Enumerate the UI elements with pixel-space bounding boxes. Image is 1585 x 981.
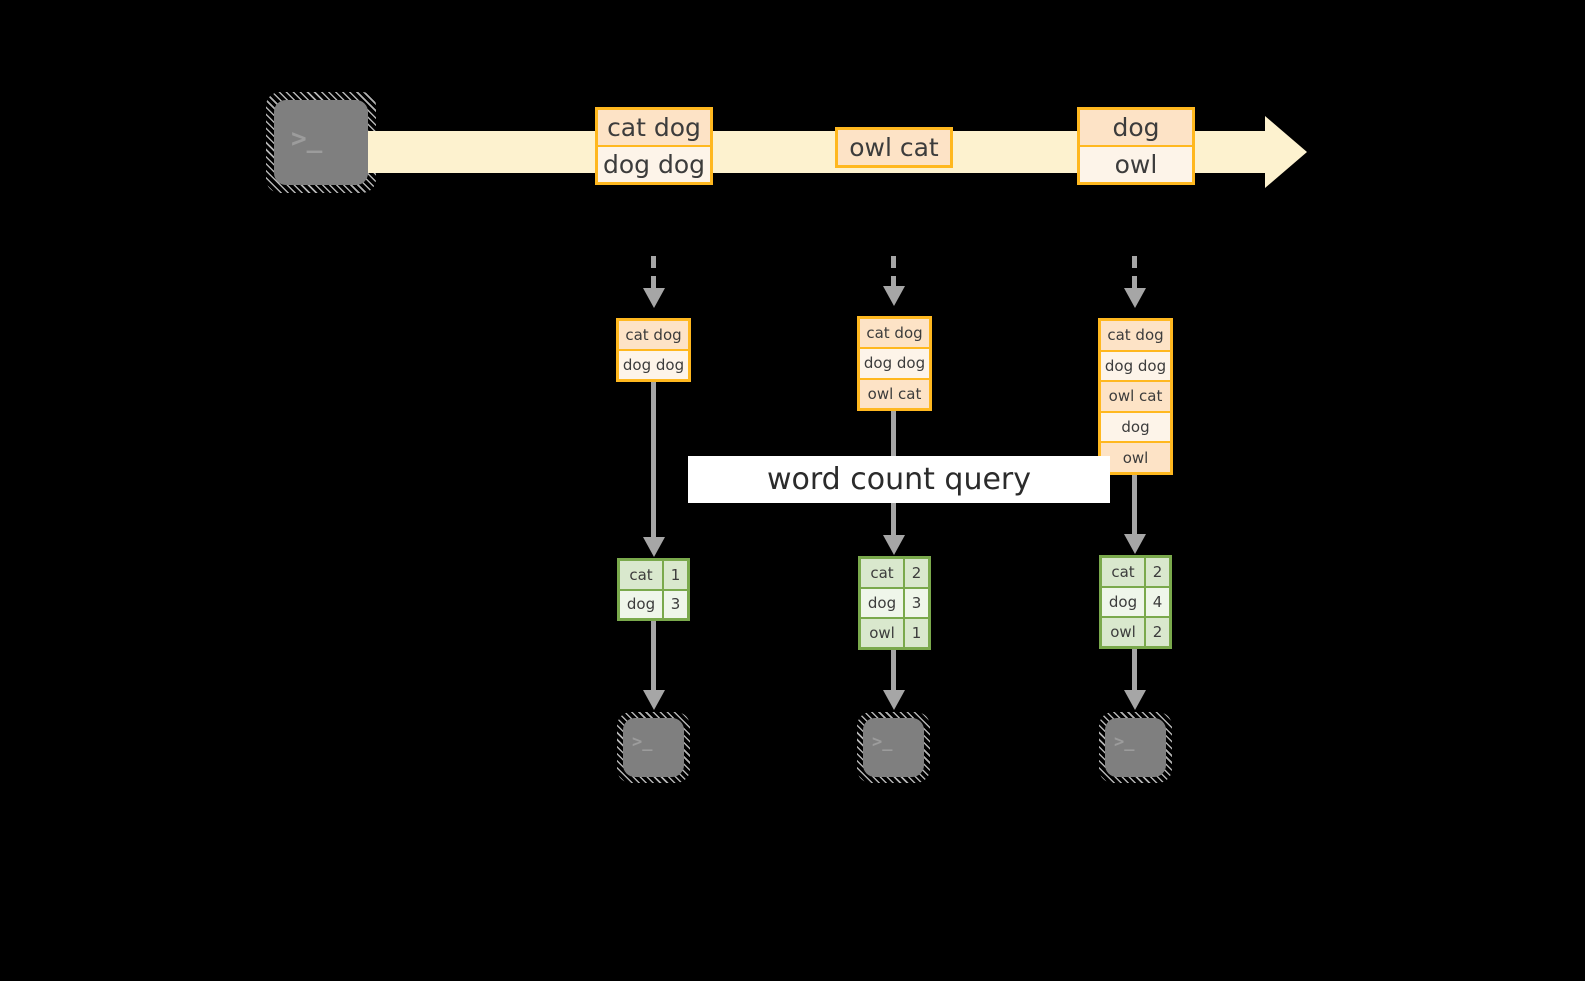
- snapshot-log-2[interactable]: cat dog dog dog owl cat: [857, 316, 932, 411]
- result-to-consumer-connector-2: [891, 650, 896, 694]
- log-line: dog dog: [860, 347, 929, 378]
- stream-to-log-connector-2: [891, 256, 896, 292]
- result-word: dog: [1102, 588, 1144, 616]
- result-count: 1: [903, 619, 928, 647]
- terminal-prompt-glyph: >_: [291, 124, 323, 154]
- terminal-prompt-glyph: >_: [632, 732, 653, 752]
- result-word: owl: [1102, 618, 1144, 646]
- terminal-body: [863, 718, 924, 777]
- producer-terminal-icon[interactable]: >_: [266, 92, 376, 193]
- result-count: 2: [1144, 558, 1169, 586]
- terminal-body: [623, 718, 684, 777]
- snapshot-result-table-3[interactable]: cat 2 dog 4 owl 2: [1099, 555, 1172, 649]
- log-line: cat dog: [619, 321, 688, 349]
- log-line: dog dog: [619, 349, 688, 379]
- result-word: cat: [620, 561, 662, 589]
- result-row: cat 2: [1102, 558, 1169, 586]
- log-line: owl: [1101, 441, 1170, 472]
- result-count: 2: [1144, 618, 1169, 646]
- result-row: cat 2: [861, 559, 928, 587]
- log-line: cat dog: [860, 319, 929, 348]
- log-line: dog: [1101, 410, 1170, 442]
- connector-arrowhead: [643, 288, 665, 308]
- message-line: cat dog: [598, 110, 710, 145]
- result-row: owl 2: [1102, 616, 1169, 646]
- snapshot-result-table-1[interactable]: cat 1 dog 3: [617, 558, 690, 621]
- stream-message-1[interactable]: cat dog dog dog: [595, 107, 713, 185]
- log-line: dog dog: [1101, 349, 1170, 381]
- result-to-consumer-connector-3: [1132, 649, 1137, 694]
- connector-arrowhead: [643, 690, 665, 710]
- result-word: cat: [861, 559, 903, 587]
- result-word: dog: [861, 589, 903, 617]
- connector-arrowhead: [1124, 288, 1146, 308]
- stream-to-log-connector-1: [651, 256, 656, 294]
- message-line: dog dog: [598, 145, 710, 182]
- terminal-body: [274, 100, 368, 185]
- result-row: dog 3: [861, 587, 928, 617]
- log-line: cat dog: [1101, 321, 1170, 350]
- result-row: cat 1: [620, 561, 687, 589]
- terminal-prompt-glyph: >_: [872, 732, 893, 752]
- log-to-result-connector-1: [651, 382, 656, 542]
- result-count: 3: [662, 590, 687, 618]
- connector-arrowhead: [1124, 690, 1146, 710]
- terminal-prompt-glyph: >_: [1114, 732, 1135, 752]
- consumer-terminal-icon-1[interactable]: >_: [617, 712, 690, 783]
- snapshot-result-table-2[interactable]: cat 2 dog 3 owl 1: [858, 556, 931, 650]
- terminal-body: [1105, 718, 1166, 777]
- consumer-terminal-icon-2[interactable]: >_: [857, 712, 930, 783]
- result-count: 3: [903, 589, 928, 617]
- message-line: dog: [1080, 110, 1192, 145]
- connector-arrowhead: [1124, 534, 1146, 554]
- stream-message-2[interactable]: owl cat: [835, 127, 953, 168]
- message-line: owl: [1080, 145, 1192, 182]
- result-word: dog: [620, 590, 662, 618]
- stream-arrow-head: [1265, 116, 1307, 188]
- snapshot-log-1[interactable]: cat dog dog dog: [616, 318, 691, 382]
- result-word: owl: [861, 619, 903, 647]
- query-label: word count query: [766, 462, 1032, 497]
- stream-message-3[interactable]: dog owl: [1077, 107, 1195, 185]
- consumer-terminal-icon-3[interactable]: >_: [1099, 712, 1172, 783]
- result-count: 2: [903, 559, 928, 587]
- result-row: dog 3: [620, 588, 687, 618]
- result-row: dog 4: [1102, 586, 1169, 616]
- log-line: owl cat: [1101, 380, 1170, 411]
- message-line: owl cat: [838, 130, 950, 165]
- result-count: 1: [662, 561, 687, 589]
- word-count-query-band: word count query: [688, 456, 1110, 503]
- connector-arrowhead: [883, 286, 905, 306]
- snapshot-log-3[interactable]: cat dog dog dog owl cat dog owl: [1098, 318, 1173, 475]
- connector-arrowhead: [883, 690, 905, 710]
- stream-to-log-connector-3: [1132, 256, 1137, 294]
- log-line: owl cat: [860, 377, 929, 408]
- result-count: 4: [1144, 588, 1169, 616]
- result-to-consumer-connector-1: [651, 621, 656, 694]
- log-to-result-connector-3: [1132, 475, 1137, 539]
- result-word: cat: [1102, 558, 1144, 586]
- result-row: owl 1: [861, 617, 928, 647]
- connector-arrowhead: [643, 537, 665, 557]
- connector-arrowhead: [883, 535, 905, 555]
